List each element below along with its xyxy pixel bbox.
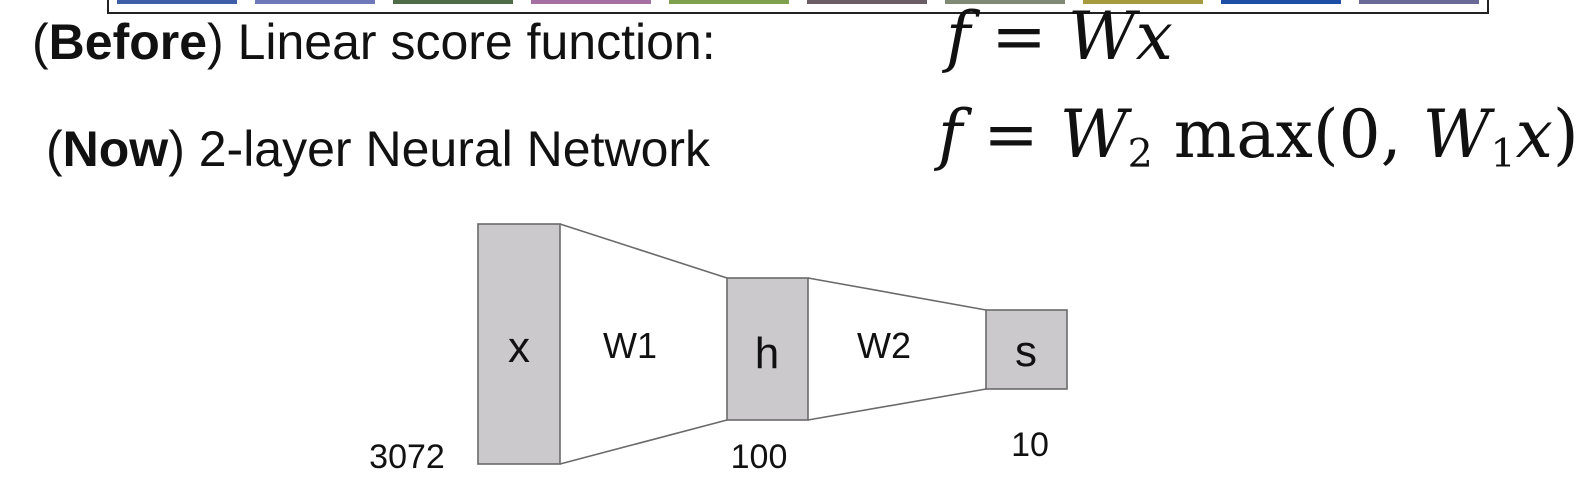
- weights-2-label: W2: [857, 325, 911, 366]
- thumbnail: [1359, 0, 1479, 4]
- hidden-layer-label: h: [755, 329, 779, 378]
- thumbnail: [807, 0, 927, 4]
- input-size-label: 3072: [369, 438, 445, 476]
- thumbnail: [255, 0, 375, 4]
- formula-w: W: [1067, 0, 1136, 75]
- formula-close-paren: ): [1552, 96, 1579, 173]
- before-bold-word: Before: [48, 14, 208, 70]
- formula-equals: =: [991, 0, 1047, 75]
- formula-max: max(0,: [1152, 96, 1423, 173]
- formula-w2: W: [1059, 96, 1128, 173]
- edge-h-s-top: [807, 277, 987, 311]
- output-layer-box: [985, 309, 1068, 390]
- two-layer-formula: f = W2 max(0, W1x): [938, 102, 1579, 174]
- formula-w1-subscript: 1: [1490, 130, 1516, 177]
- edge-x-h-top: [559, 223, 728, 279]
- weights-1-label: W1: [603, 325, 657, 366]
- edge-h-s-bottom: [807, 388, 987, 421]
- input-layer-label: x: [508, 323, 530, 372]
- formula-w2-subscript: 2: [1127, 130, 1153, 177]
- thumbnail: [531, 0, 651, 4]
- thumbnail: [393, 0, 513, 4]
- thumbnail: [117, 0, 237, 4]
- thumbnail: [945, 0, 1065, 4]
- formula-equals: =: [983, 96, 1039, 173]
- now-heading: (Now) 2-layer Neural Network: [46, 121, 711, 177]
- now-bold-word: Now: [62, 121, 169, 177]
- formula-x: x: [1135, 0, 1173, 75]
- before-heading: (Before) Linear score function:: [32, 14, 716, 70]
- hidden-size-label: 100: [731, 438, 788, 476]
- edge-x-h-bottom: [559, 419, 728, 465]
- thumbnail: [1221, 0, 1341, 4]
- thumbnail: [669, 0, 789, 4]
- thumbnail: [1083, 0, 1203, 4]
- formula-x: x: [1515, 96, 1553, 173]
- formula-f: f: [946, 0, 971, 75]
- input-layer-box: [477, 223, 561, 465]
- formula-f: f: [938, 96, 963, 173]
- output-layer-label: s: [1015, 327, 1037, 376]
- formula-w1: W: [1422, 96, 1491, 173]
- linear-score-formula: f = Wx: [946, 4, 1173, 70]
- output-size-label: 10: [1011, 426, 1049, 464]
- hidden-layer-box: [726, 277, 809, 421]
- image-thumbnail-strip: [107, 0, 1489, 14]
